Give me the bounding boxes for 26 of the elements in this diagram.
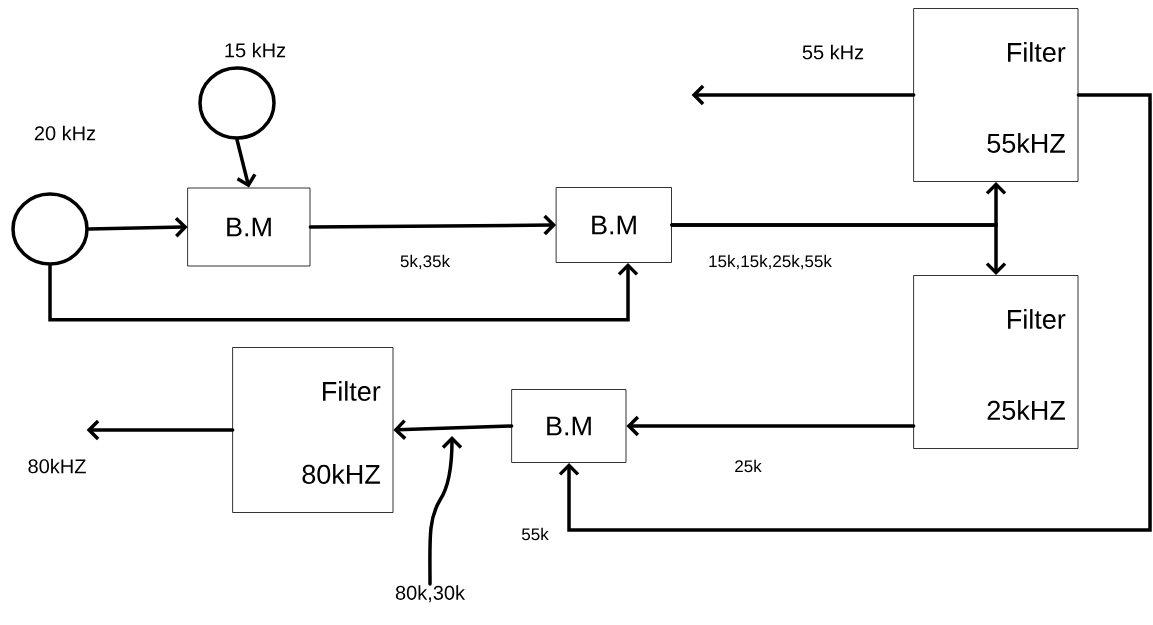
arrow <box>670 223 1007 276</box>
edge-label: 15k,15k,25k,55k <box>707 253 833 271</box>
edge-label: 5k,35k <box>398 253 452 271</box>
arrow <box>308 214 557 236</box>
edge-label: 80kHZ <box>26 457 88 475</box>
signal-label: 80k,30k <box>395 585 466 603</box>
arrow <box>86 419 235 441</box>
arrow <box>428 436 463 586</box>
modulator-box: B.M <box>511 389 627 463</box>
modulator-box: B.M <box>187 187 311 267</box>
filter-box: Filter 25kHZ <box>913 275 1079 449</box>
frequency-label: 15 kHz <box>225 42 286 58</box>
arrow <box>558 93 1152 532</box>
modulator-box: B.M <box>556 187 672 263</box>
edge-label: 55k <box>520 526 550 542</box>
arrow <box>393 419 514 440</box>
arrow <box>626 415 916 437</box>
edge-label: 25k <box>733 458 763 474</box>
arrow <box>87 216 188 238</box>
frequency-label: 20 kHz <box>34 125 96 141</box>
arrow <box>235 138 257 188</box>
arrow <box>691 84 916 106</box>
arrow <box>48 262 639 322</box>
filter-box: Filter 55kHZ <box>913 8 1079 182</box>
edge-label: 55 kHz <box>800 43 866 61</box>
filter-box: Filter 80kHZ <box>232 347 394 513</box>
